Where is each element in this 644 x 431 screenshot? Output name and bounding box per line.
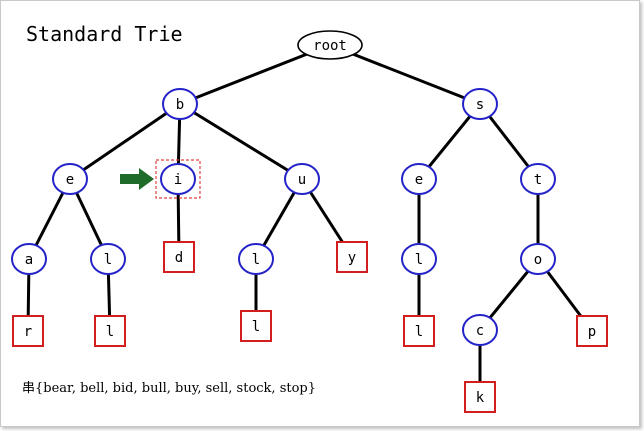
diagram-title: Standard Trie bbox=[26, 22, 183, 46]
node-leaf-shape bbox=[94, 315, 126, 347]
node-bel: l bbox=[90, 243, 126, 275]
node-internal-shape bbox=[462, 88, 498, 120]
node-label: y bbox=[348, 250, 356, 266]
node-stop: p bbox=[576, 315, 608, 347]
node-leaf-shape bbox=[163, 241, 195, 273]
node-b: b bbox=[162, 88, 198, 120]
node-label: l bbox=[104, 252, 112, 268]
node-internal-shape bbox=[11, 243, 47, 275]
node-label: root bbox=[313, 38, 347, 54]
node-internal-shape bbox=[238, 243, 274, 275]
node-internal-shape bbox=[520, 163, 556, 195]
node-buy: y bbox=[336, 241, 368, 273]
node-internal-shape bbox=[90, 243, 126, 275]
node-bu: u bbox=[284, 163, 320, 195]
node-sto: o bbox=[520, 243, 556, 275]
edge-root-s bbox=[328, 43, 482, 106]
node-root-shape bbox=[297, 30, 363, 60]
node-leaf-shape bbox=[336, 241, 368, 273]
node-bea: a bbox=[11, 243, 47, 275]
node-internal-shape bbox=[162, 88, 198, 120]
node-label: e bbox=[415, 172, 423, 188]
node-leaf-shape bbox=[12, 315, 44, 347]
node-bi: i bbox=[155, 159, 201, 199]
node-label: d bbox=[175, 250, 183, 266]
node-internal-shape bbox=[160, 163, 196, 195]
node-leaf-shape bbox=[403, 315, 435, 347]
node-label: t bbox=[534, 172, 542, 188]
node-bell: l bbox=[94, 315, 126, 347]
node-root: root bbox=[297, 30, 363, 60]
node-bull: l bbox=[240, 310, 272, 342]
node-label: o bbox=[534, 252, 542, 268]
node-internal-shape bbox=[52, 163, 88, 195]
node-label: l bbox=[252, 319, 260, 335]
node-label: a bbox=[25, 252, 33, 268]
arrow-right-icon bbox=[120, 168, 154, 190]
node-st: t bbox=[520, 163, 556, 195]
node-sel: l bbox=[401, 243, 437, 275]
highlight-box bbox=[155, 159, 201, 199]
node-bear: r bbox=[12, 315, 44, 347]
node-s: s bbox=[462, 88, 498, 120]
node-label: r bbox=[24, 324, 32, 340]
edge-b-be bbox=[68, 102, 182, 181]
node-be: e bbox=[52, 163, 88, 195]
node-label: s bbox=[476, 97, 484, 113]
string-set-caption: 串{bear, bell, bid, bull, buy, sell, stoc… bbox=[22, 381, 316, 396]
node-internal-shape bbox=[401, 163, 437, 195]
node-leaf-shape bbox=[464, 381, 496, 413]
node-label: b bbox=[176, 97, 184, 113]
node-stock: k bbox=[464, 381, 496, 413]
node-label: l bbox=[415, 252, 423, 268]
node-label: l bbox=[252, 252, 260, 268]
node-label: p bbox=[588, 324, 596, 340]
edge-root-b bbox=[178, 43, 332, 106]
node-bid: d bbox=[163, 241, 195, 273]
node-label: l bbox=[106, 324, 114, 340]
node-bul: l bbox=[238, 243, 274, 275]
node-label: i bbox=[174, 172, 182, 188]
node-internal-shape bbox=[520, 243, 556, 275]
node-stoc: c bbox=[462, 314, 498, 346]
node-se: e bbox=[401, 163, 437, 195]
node-label: c bbox=[476, 323, 484, 339]
node-internal-shape bbox=[401, 243, 437, 275]
node-leaf-shape bbox=[240, 310, 272, 342]
node-internal-shape bbox=[284, 163, 320, 195]
node-layer: root b s e i u e t a l d l y l o r l l l c p k bbox=[11, 30, 608, 413]
node-label: u bbox=[298, 172, 306, 188]
node-label: e bbox=[66, 172, 74, 188]
node-leaf-shape bbox=[576, 315, 608, 347]
node-label: l bbox=[415, 324, 423, 340]
node-label: k bbox=[476, 390, 485, 406]
node-internal-shape bbox=[462, 314, 498, 346]
edge-b-bu bbox=[178, 102, 304, 181]
node-sell: l bbox=[403, 315, 435, 347]
